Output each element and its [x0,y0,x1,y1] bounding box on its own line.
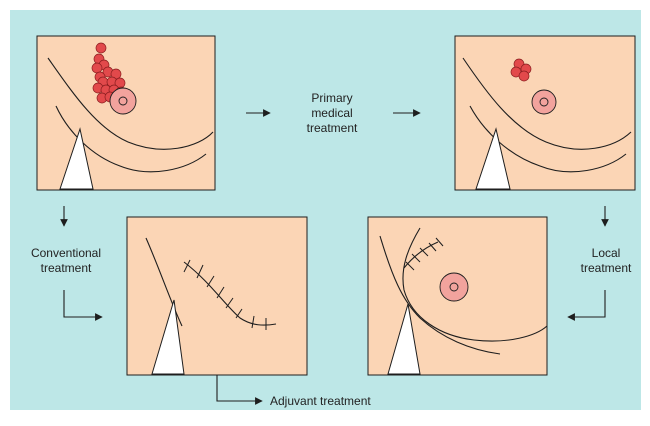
primary-medical-treatment-label: Primary medical treatment [292,91,372,136]
panel-after-mastectomy [127,217,307,375]
tumor-nodule [96,43,106,53]
label-line: treatment [292,121,372,136]
adjuvant-treatment-label: Adjuvant treatment [270,394,420,409]
local-treatment-label: Local treatment [570,246,642,276]
panel-after-breast-conserving-surgery [368,217,547,375]
nipple [540,98,548,106]
label-line: Primary [292,91,372,106]
label-line: medical [292,106,372,121]
nipple [450,283,458,291]
conventional-treatment-label: Conventional treatment [20,246,112,276]
tumor-nodule [519,71,529,81]
panel-after-primary-treatment [455,36,635,190]
tumor-nodule [92,63,102,73]
panel-initial-tumor [37,36,215,190]
panel-frame [127,217,307,375]
label-line: Conventional [20,246,112,261]
label-line: treatment [570,261,642,276]
label-line: treatment [20,261,112,276]
nipple [119,97,127,105]
label-line: Local [570,246,642,261]
